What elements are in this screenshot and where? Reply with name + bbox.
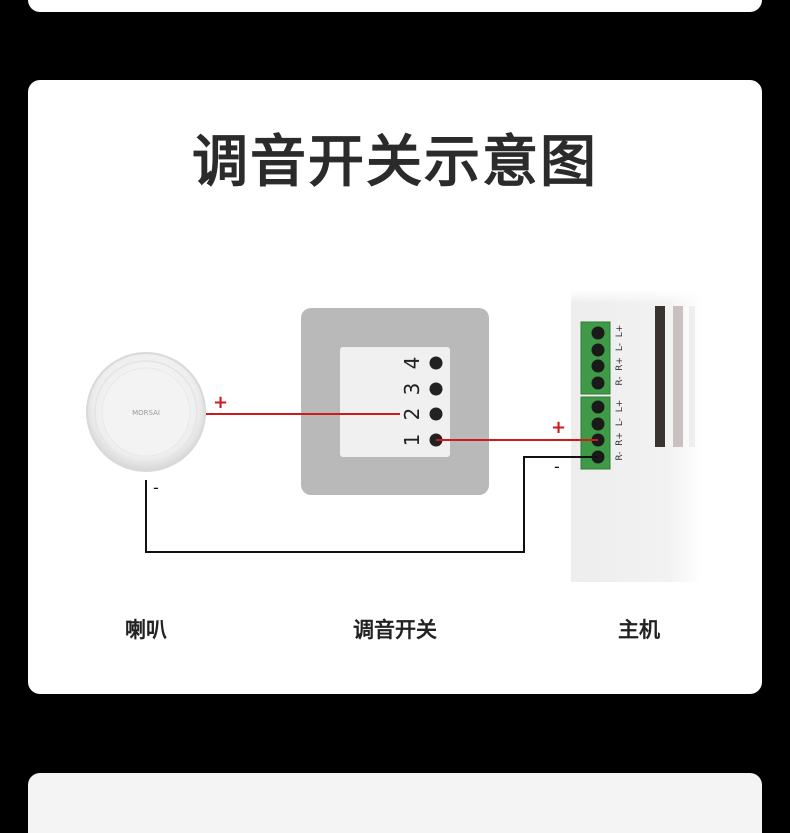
lower-terminal-label: L+	[615, 400, 625, 413]
upper-terminal-label: R-	[615, 376, 625, 385]
speaker-logo: MORSAI	[132, 409, 160, 417]
switch-terminal-dot-2	[429, 407, 443, 421]
volume-switch: 1 2 3 4	[301, 308, 489, 495]
upper-terminal-dot-1	[591, 326, 605, 340]
upper-terminal-label: L+	[615, 325, 625, 338]
caption-host: 主机	[618, 618, 660, 642]
switch-terminal-dot-4	[429, 356, 443, 370]
lower-terminal-label: R+	[615, 432, 625, 446]
lower-terminal-label: L-	[615, 418, 625, 426]
negative-wire	[145, 456, 598, 553]
switch-terminal-number-1: 1	[400, 434, 424, 447]
switch-terminal-dot-3	[429, 382, 443, 396]
caption-volume-switch: 调音开关	[353, 618, 437, 642]
switch-terminal-number-3: 3	[400, 383, 424, 396]
upper-terminal-dot-4	[591, 376, 605, 390]
wires	[145, 413, 598, 553]
upper-terminal-label: R+	[615, 357, 625, 371]
ceiling-speaker: MORSAI	[86, 352, 206, 472]
lower-terminal-dot-2	[591, 417, 605, 431]
caption-speaker: 喇叭	[125, 618, 167, 642]
wiring-diagram: MORSAI 1 2 3 4 R- R+ L- L+ R- R+ L- L+ + - + -	[86, 290, 711, 582]
speaker-minus-mark: -	[153, 478, 159, 497]
upper-terminal-dot-2	[591, 343, 605, 357]
switch-terminal-number-4: 4	[400, 357, 424, 370]
host-unit: R- R+ L- L+ R- R+ L- L+	[571, 290, 711, 582]
upper-terminal-dot-3	[591, 359, 605, 373]
page-title: 调音开关示意图	[192, 130, 598, 195]
lower-terminal-label: R-	[615, 451, 625, 460]
host-minus-mark: -	[554, 457, 560, 476]
terminal-block-upper	[580, 321, 611, 395]
top-card-edge	[28, 0, 762, 12]
upper-terminal-label: L-	[615, 343, 625, 351]
switch-terminal-number-2: 2	[400, 408, 424, 421]
speaker-plus-mark: +	[213, 392, 228, 413]
host-plus-mark: +	[551, 417, 566, 438]
terminal-block-lower	[580, 396, 611, 470]
lower-terminal-dot-1	[591, 400, 605, 414]
